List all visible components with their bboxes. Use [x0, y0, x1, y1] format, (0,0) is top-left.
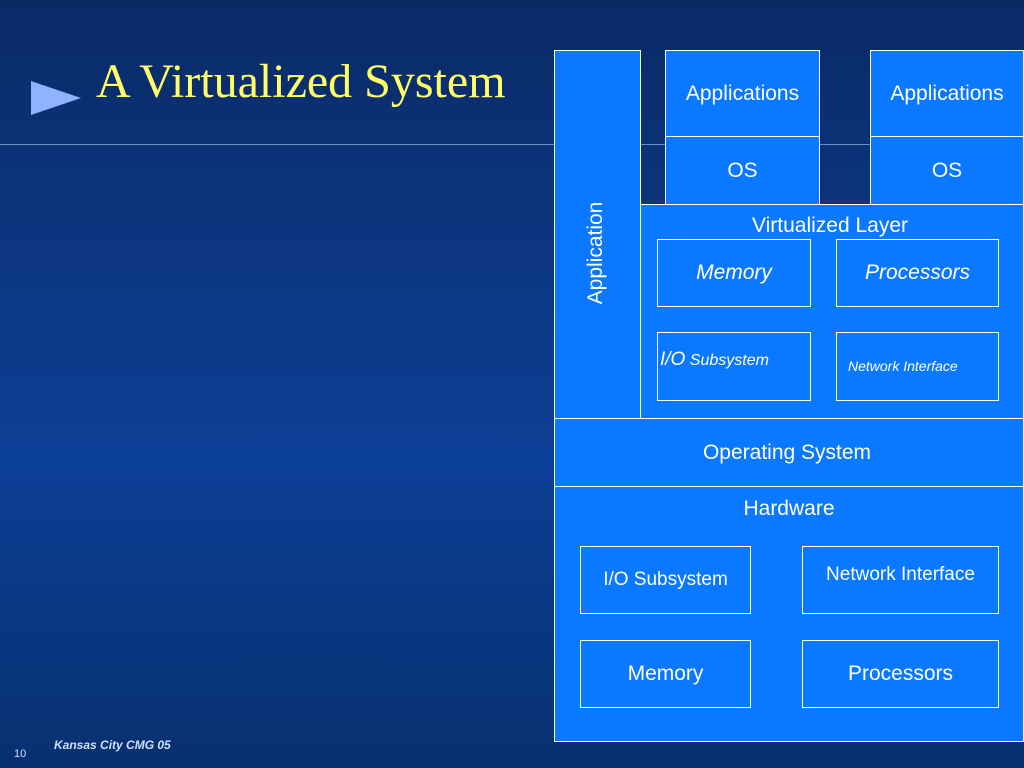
- virtual-network-interface: [836, 332, 999, 401]
- hardware-io-label: I/O Subsystem: [603, 569, 728, 590]
- slide-title: A Virtualized System: [96, 55, 506, 108]
- vm2-os: OS: [870, 136, 1024, 205]
- vm2-os-label: OS: [931, 158, 963, 182]
- vm1-applications: Applications: [665, 50, 820, 137]
- vm1-os-label: OS: [727, 158, 758, 182]
- virtual-io-label: I/O Subsystem: [660, 349, 769, 371]
- application-label: Application: [584, 201, 607, 305]
- operating-system-layer: Operating System: [554, 418, 1024, 487]
- virtual-memory: Memory: [657, 239, 811, 307]
- virtual-io-prefix: I/O: [660, 349, 686, 370]
- vm1-applications-label: Applications: [685, 81, 800, 105]
- hardware-memory: Memory: [580, 640, 751, 708]
- virtual-processors-label: Processors: [864, 261, 971, 284]
- vm1-os: OS: [665, 136, 820, 205]
- virtualized-layer-label: Virtualized Layer: [751, 214, 909, 237]
- virtual-network-label: Network Interface: [848, 358, 958, 374]
- hardware-network-interface: Network Interface: [802, 546, 999, 614]
- virtual-io-suffix: Subsystem: [685, 352, 769, 369]
- footer-text: Kansas City CMG 05: [54, 738, 171, 752]
- title-divider: [0, 144, 1024, 145]
- vm2-applications-label: Applications: [890, 81, 1004, 105]
- hardware-memory-label: Memory: [627, 662, 704, 685]
- hardware-io-subsystem: I/O Subsystem: [580, 546, 751, 614]
- hardware-processors-label: Processors: [847, 662, 954, 685]
- bullet-arrow-icon: [31, 81, 81, 115]
- virtual-io-subsystem: [657, 332, 811, 401]
- vm2-applications: Applications: [870, 50, 1024, 137]
- virtual-memory-label: Memory: [696, 261, 772, 284]
- hardware-label: Hardware: [743, 497, 835, 520]
- hardware-network-label: Network Interface: [826, 564, 975, 585]
- virtual-processors: Processors: [836, 239, 999, 307]
- hardware-processors: Processors: [802, 640, 999, 708]
- application-column: [554, 50, 641, 419]
- operating-system-label: Operating System: [702, 440, 872, 464]
- page-number: 10: [14, 748, 27, 760]
